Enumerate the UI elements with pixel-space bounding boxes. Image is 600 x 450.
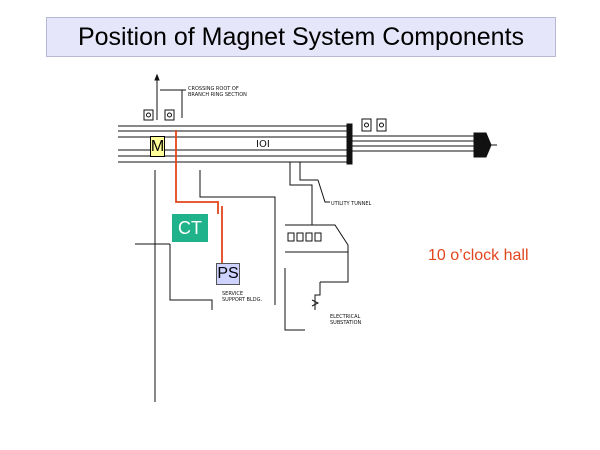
substation-cell-2 [296, 232, 304, 242]
service-building-outline [199, 170, 276, 305]
substation-outline [285, 224, 349, 283]
power-supply-box: PS [216, 263, 240, 285]
note-utility: UTILITY TUNNEL [331, 201, 372, 207]
title-banner: Position of Magnet System Components [46, 17, 556, 57]
magnet-box: M [150, 136, 165, 157]
utility-leader [317, 179, 330, 203]
device-box-4 [376, 118, 387, 132]
lower-right-line [284, 268, 305, 331]
substation-cell-4 [314, 232, 322, 242]
hall-label: 10 o’clock hall [428, 247, 529, 264]
substation-cell-3 [305, 232, 313, 242]
note-electrical-1: ELECTRICAL [330, 314, 361, 320]
page-title: Position of Magnet System Components [77, 22, 525, 51]
beam-label: IOI [256, 139, 270, 150]
electrical-leader [311, 299, 320, 307]
cable-m-to-ct [175, 130, 219, 214]
note-service-1: SERVICE [222, 291, 243, 297]
device-box-1 [143, 109, 154, 121]
beam-dump [473, 132, 492, 158]
device-box-2 [164, 109, 175, 121]
lower-left-line [169, 244, 213, 310]
note-north-2: BRANCH RING SECTION [188, 92, 247, 98]
substation-cell-1 [287, 232, 295, 242]
device-box-4-dot [379, 122, 384, 128]
device-box-1-dot [146, 112, 151, 118]
utility-tunnel-outline [289, 162, 313, 225]
north-arrow [154, 73, 160, 81]
device-box-3-dot [364, 122, 369, 128]
utility-tunnel-side [299, 162, 318, 181]
cooling-tower-box: CT [172, 214, 208, 242]
end-flange [346, 123, 353, 165]
device-box-3 [361, 118, 372, 132]
note-north: CROSSING ROOT OF [188, 86, 239, 92]
device-box-2-dot [167, 112, 172, 118]
electrical-substation-outline [314, 282, 321, 310]
note-electrical-2: SUBSTATION [330, 320, 362, 326]
note-service-2: SUPPORT BLDG. [222, 297, 262, 303]
